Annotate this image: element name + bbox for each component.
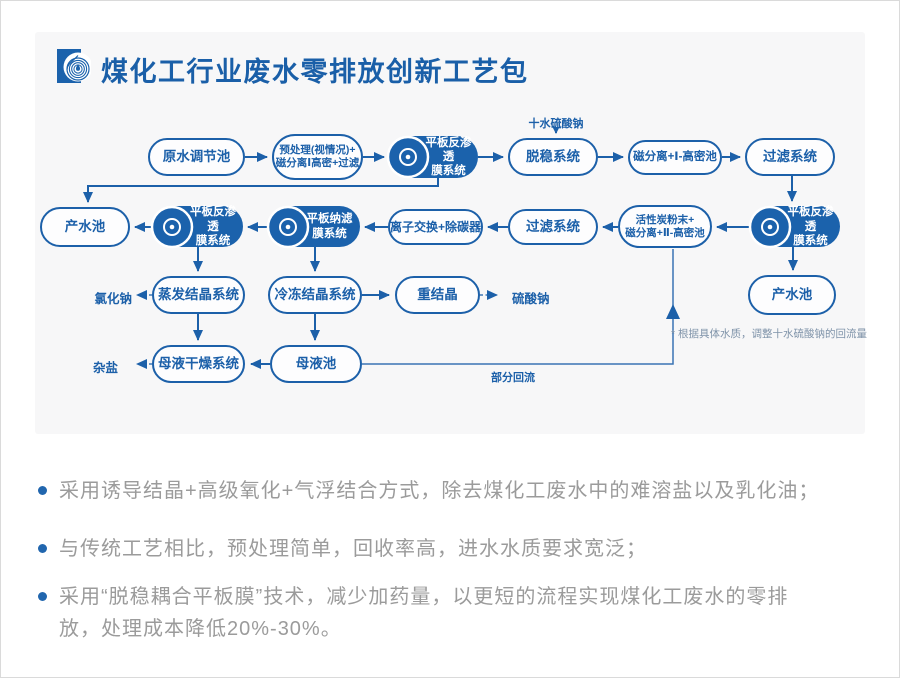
- list-item: 与传统工艺相比，预处理简单，回收率高，进水水质要求宽泛；: [38, 533, 871, 565]
- water-drop-rings-icon: [57, 48, 93, 86]
- node-recrystallization: 重结晶: [395, 276, 480, 314]
- membrane-disc-icon: [149, 204, 195, 250]
- label-partial-recycle: 部分回流: [491, 372, 535, 384]
- node-flat-ro-membrane-2: 平板反渗透 膜系统: [149, 204, 243, 250]
- node-magnetic-separation-1: 磁分离+Ⅰ-高密池: [628, 140, 722, 175]
- node-raw-water-tank: 原水调节池: [148, 138, 245, 176]
- node-product-water-tank-1: 产水池: [40, 207, 130, 247]
- node-filtration-system-1: 过滤系统: [745, 138, 835, 176]
- node-destabilization-system: 脱稳系统: [508, 138, 598, 176]
- node-filtration-system-2: 过滤系统: [508, 209, 598, 245]
- node-evaporation-crystallization: 蒸发结晶系统: [152, 276, 245, 314]
- bullet-text: 与传统工艺相比，预处理简单，回收率高，进水水质要求宽泛；: [59, 538, 647, 560]
- node-ion-exchange: 离子交换+除碳器: [388, 209, 483, 245]
- list-item: 采用“脱稳耦合平板膜”技术，减少加药量，以更短的流程实现煤化工废水的零排放，处理…: [38, 581, 871, 645]
- label-mixed-salt: 杂盐: [93, 361, 119, 375]
- bullet-dot-icon: [38, 486, 47, 495]
- node-freezing-crystallization: 冷冻结晶系统: [268, 276, 362, 314]
- node-flat-ro-membrane-1: 平板反渗透 膜系统: [385, 134, 478, 180]
- membrane-disc-icon: [385, 134, 431, 180]
- node-activated-carbon-magnetic-separation-2: 活性炭粉末+ 磁分离+Ⅱ-高密池: [618, 205, 712, 248]
- bullet-text: 采用“脱稳耦合平板膜”技术，减少加药量，以更短的流程实现煤化工废水的零排放，处理…: [59, 586, 789, 640]
- node-product-water-tank-2: 产水池: [748, 275, 836, 315]
- bullet-dot-icon: [38, 592, 47, 601]
- label-sodium-sulfate: 硫酸钠: [512, 292, 550, 306]
- node-mother-liquor-drying: 母液干燥系统: [152, 345, 245, 383]
- membrane-disc-icon: [747, 204, 793, 250]
- node-flat-ro-membrane-3: 平板反渗透 膜系统: [747, 204, 840, 250]
- node-mother-liquor-tank: 母液池: [270, 345, 362, 383]
- node-pretreatment: 预处理(视情况)+ 磁分离Ⅰ高密+过滤: [272, 134, 363, 180]
- label-footnote: * 根据具体水质，调整十水硫酸钠的回流量: [671, 328, 868, 340]
- label-sodium-chloride: 氯化钠: [94, 292, 132, 306]
- flow-connectors: [83, 127, 798, 369]
- node-flat-nf-membrane: 平板纳滤 膜系统: [265, 204, 360, 250]
- label-sodium-sulfate-decahydrate: 十水硫酸钠: [528, 118, 584, 130]
- membrane-disc-icon: [265, 204, 311, 250]
- bullet-text: 采用诱导结晶+高级氧化+气浮结合方式，除去煤化工废水中的难溶盐以及乳化油；: [59, 480, 820, 502]
- list-item: 采用诱导结晶+高级氧化+气浮结合方式，除去煤化工废水中的难溶盐以及乳化油；: [38, 475, 871, 507]
- bullet-dot-icon: [38, 544, 47, 553]
- process-package-card: 煤化工行业废水零排放创新工艺包: [35, 32, 868, 434]
- page-title: 煤化工行业废水零排放创新工艺包: [101, 57, 529, 87]
